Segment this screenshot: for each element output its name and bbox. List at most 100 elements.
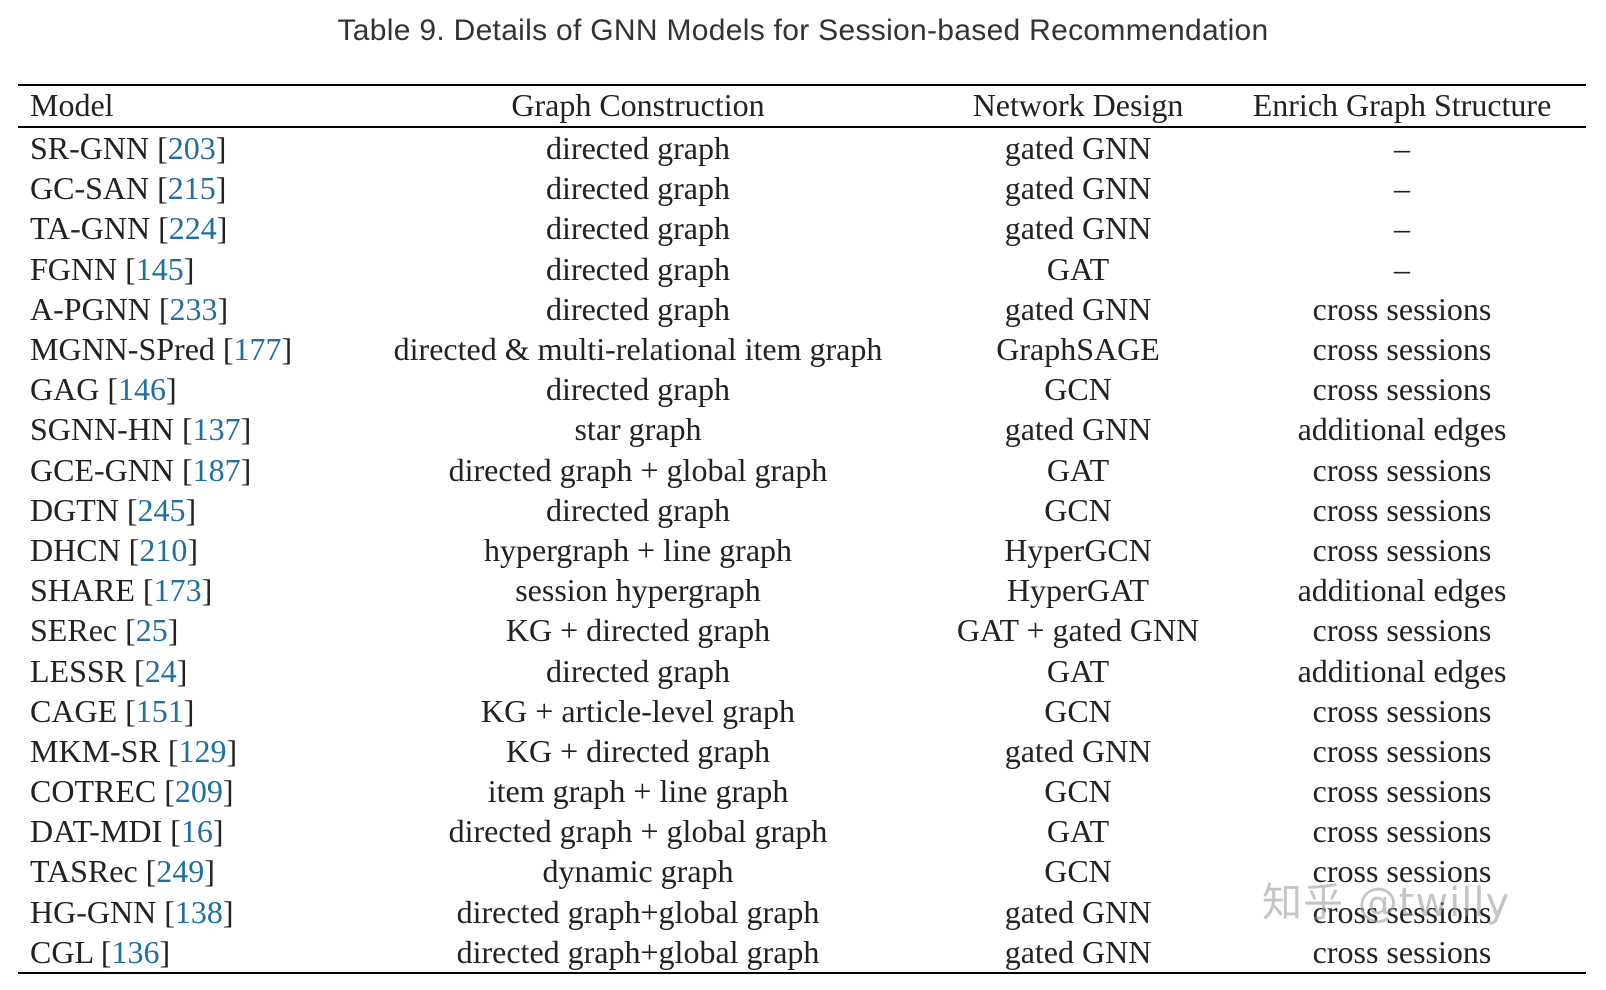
cell-graph-construction: directed graph+global graph <box>456 893 820 930</box>
citation-link[interactable]: 209 <box>174 773 223 810</box>
model-name: COTREC <box>30 773 157 810</box>
citation-link[interactable]: 215 <box>167 170 216 207</box>
model-name: GAG <box>30 371 100 408</box>
cell-model: SERec [25] <box>18 610 338 650</box>
citation-link[interactable]: 187 <box>192 451 241 488</box>
citation-close-bracket: ] <box>201 572 213 609</box>
cell-graph-construction: directed graph <box>546 130 730 167</box>
citation-link[interactable]: 210 <box>139 531 188 568</box>
citation-link[interactable]: 151 <box>135 692 184 729</box>
citation-link[interactable]: 25 <box>135 612 168 649</box>
citation-close-bracket: ] <box>215 130 227 167</box>
citation-link[interactable]: 129 <box>178 732 227 769</box>
cell-model: FGNN [145] <box>18 249 338 289</box>
cell-graph-construction: star graph <box>574 411 702 448</box>
cell-enrich-graph-structure: additional edges <box>1297 411 1507 448</box>
cell-graph-construction: directed graph <box>546 250 730 287</box>
citation-link[interactable]: 224 <box>168 210 217 247</box>
citation-link[interactable]: 136 <box>111 933 160 970</box>
column-header-model: Model <box>30 87 114 123</box>
cell-model: TA-GNN [224] <box>18 208 338 248</box>
citation-link[interactable]: 146 <box>117 371 166 408</box>
citation-link[interactable]: 16 <box>180 813 213 850</box>
cell-enrich-graph-structure: cross sessions <box>1312 773 1492 810</box>
cell-enrich-graph-structure: cross sessions <box>1312 531 1492 568</box>
cell-enrich-graph-structure: – <box>1394 130 1410 167</box>
cell-model: DAT-MDI [16] <box>18 811 338 851</box>
header-rule <box>18 126 1586 128</box>
model-name: SGNN-HN <box>30 411 174 448</box>
citation-open-bracket: [ <box>125 250 136 287</box>
model-name: CGL <box>30 933 93 970</box>
citation-link[interactable]: 137 <box>192 411 241 448</box>
cell-enrich-graph-structure: cross sessions <box>1312 491 1492 528</box>
cell-network-design: gated GNN <box>1004 893 1152 930</box>
citation-open-bracket: [ <box>145 853 157 890</box>
cell-network-design: gated GNN <box>1004 170 1152 207</box>
citation-close-bracket: ] <box>212 813 224 850</box>
citation-open-bracket: [ <box>157 170 168 207</box>
citation-close-bracket: ] <box>176 652 188 689</box>
cell-enrich-graph-structure: – <box>1394 210 1410 247</box>
cell-enrich-graph-structure: cross sessions <box>1312 451 1492 488</box>
citation-link[interactable]: 233 <box>169 290 218 327</box>
cell-graph-construction: session hypergraph <box>515 572 761 609</box>
cell-graph-construction: directed graph <box>546 371 730 408</box>
citation-close-bracket: ] <box>167 612 179 649</box>
cell-graph-construction: directed graph + global graph <box>448 451 828 488</box>
citation-link[interactable]: 145 <box>135 250 184 287</box>
cell-network-design: GCN <box>1044 371 1112 408</box>
citation-link[interactable]: 203 <box>167 130 216 167</box>
citation-open-bracket: [ <box>125 692 136 729</box>
cell-network-design: GAT <box>1046 652 1110 689</box>
cell-network-design: gated GNN <box>1004 732 1152 769</box>
model-name: A-PGNN <box>30 290 151 327</box>
citation-close-bracket: ] <box>240 411 252 448</box>
table-row: MGNN-SPred [177]directed & multi-relatio… <box>18 329 1586 369</box>
cell-network-design: GAT <box>1046 451 1110 488</box>
cell-model: DHCN [210] <box>18 530 338 570</box>
header-row: Model Graph Construction Network Design … <box>18 85 1586 126</box>
citation-link[interactable]: 245 <box>137 491 186 528</box>
citation-open-bracket: [ <box>125 612 136 649</box>
citation-open-bracket: [ <box>157 130 168 167</box>
cell-model: SHARE [173] <box>18 570 338 610</box>
citation-close-bracket: ] <box>226 732 238 769</box>
citation-close-bracket: ] <box>204 853 215 890</box>
citation-link[interactable]: 24 <box>144 652 177 689</box>
citation-close-bracket: ] <box>159 933 171 970</box>
cell-graph-construction: directed graph <box>546 491 730 528</box>
citation-close-bracket: ] <box>187 531 198 568</box>
table-row: GCE-GNN [187]directed graph + global gra… <box>18 450 1586 490</box>
citation-link[interactable]: 138 <box>174 893 223 930</box>
cell-enrich-graph-structure: cross sessions <box>1312 893 1492 930</box>
citation-link[interactable]: 249 <box>156 853 205 890</box>
citation-close-bracket: ] <box>183 250 195 287</box>
citation-open-bracket: [ <box>164 893 175 930</box>
citation-link[interactable]: 177 <box>233 331 282 368</box>
cell-enrich-graph-structure: cross sessions <box>1312 732 1492 769</box>
citation-open-bracket: [ <box>164 773 175 810</box>
cell-enrich-graph-structure: additional edges <box>1297 572 1507 609</box>
model-name: CAGE <box>30 692 118 729</box>
citation-open-bracket: [ <box>158 290 170 327</box>
citation-link[interactable]: 173 <box>153 572 202 609</box>
table-row: DAT-MDI [16]directed graph + global grap… <box>18 811 1586 851</box>
cell-graph-construction: directed graph+global graph <box>456 933 820 970</box>
model-name: GCE-GNN <box>30 451 174 488</box>
citation-open-bracket: [ <box>170 813 181 850</box>
model-name: DGTN <box>30 491 119 528</box>
top-rule <box>18 84 1586 86</box>
gnn-models-table: Model Graph Construction Network Design … <box>18 85 1586 972</box>
cell-model: LESSR [24] <box>18 650 338 690</box>
